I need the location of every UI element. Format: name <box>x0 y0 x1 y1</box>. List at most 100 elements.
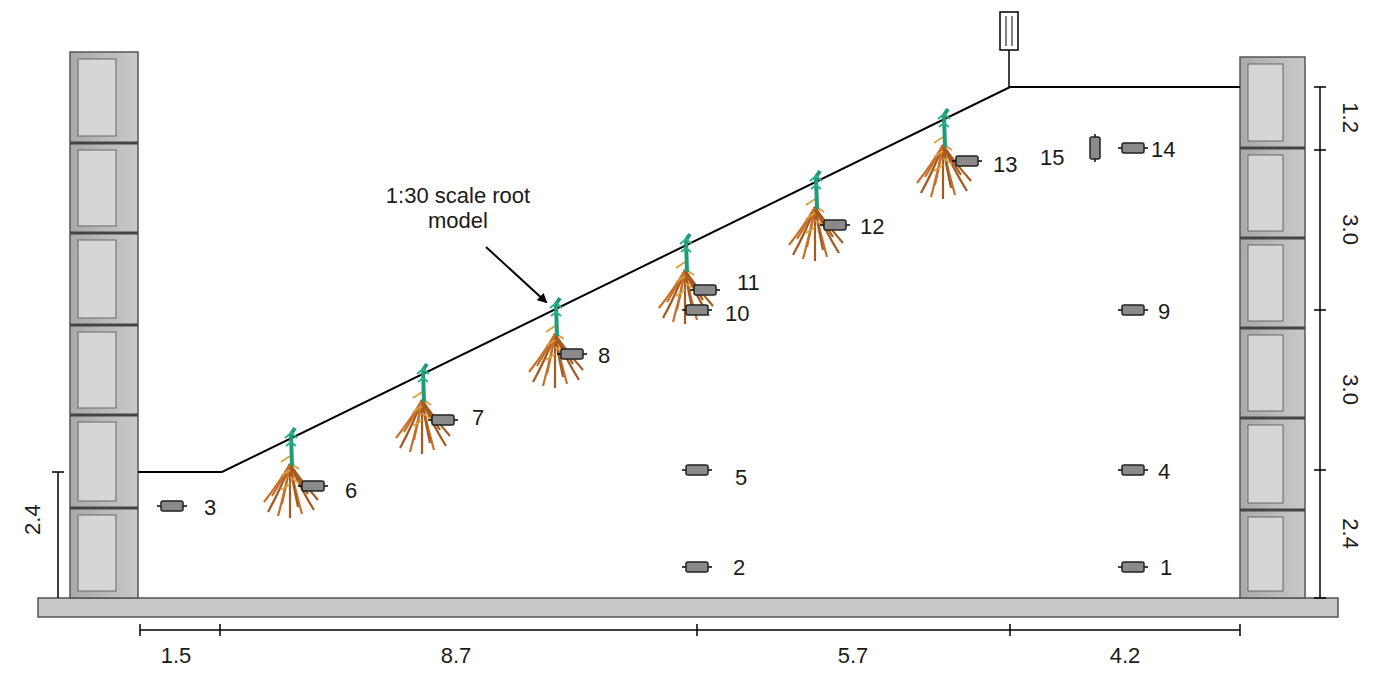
callout-number: 6 <box>345 478 357 503</box>
callout-number: 14 <box>1151 137 1175 162</box>
root-strand <box>676 262 685 268</box>
wall-panel <box>78 59 116 136</box>
leaf <box>285 433 297 446</box>
root-strand <box>281 470 290 476</box>
leaf <box>810 176 822 189</box>
wall-joint <box>70 414 138 417</box>
sensor <box>1122 562 1144 572</box>
leaf <box>417 369 429 382</box>
callout-number-wrap: 3 <box>204 495 216 520</box>
callout-number-wrap: 2 <box>733 555 745 580</box>
root-strand <box>290 477 299 483</box>
callout-number: 10 <box>725 301 749 326</box>
root-strand <box>410 400 422 452</box>
sensor <box>1122 143 1144 153</box>
dimension-label: 1.2 <box>1337 103 1362 134</box>
root-strand <box>264 464 290 502</box>
root-strand <box>413 420 422 426</box>
dimension-label: 4.2 <box>1110 643 1141 668</box>
sensor <box>161 501 183 511</box>
annotation-wrap: 1:30 scale root model <box>383 183 533 234</box>
callout-number-wrap: 14 <box>1151 137 1175 162</box>
sensor <box>1090 137 1100 159</box>
leaf <box>550 303 562 316</box>
callout-number: 15 <box>1040 145 1064 170</box>
sensor <box>432 415 454 425</box>
wall-joint <box>70 507 138 510</box>
root-model <box>264 428 318 518</box>
callout-number: 11 <box>737 270 760 295</box>
dimension-label-wrap: 1.5 <box>161 643 192 668</box>
sensor <box>302 481 324 491</box>
gauge-detail <box>1006 16 1007 46</box>
sensor <box>561 349 583 359</box>
wall-joint <box>1240 417 1305 420</box>
callout-number-wrap: 7 <box>472 405 484 430</box>
root-strand <box>685 283 694 289</box>
leader-arrow <box>486 247 546 302</box>
root-strand <box>529 334 555 372</box>
callout-number-wrap: 6 <box>345 478 357 503</box>
root-strand <box>278 464 290 516</box>
wall-panel <box>78 332 116 408</box>
dimension-label-wrap: 2.4 <box>19 505 44 536</box>
sensors <box>157 134 1148 572</box>
dimension-label-wrap: 3.0 <box>1337 215 1362 246</box>
wall-joint <box>70 142 138 145</box>
dimension-label-wrap: 8.7 <box>441 643 472 668</box>
root-strand <box>934 165 943 171</box>
dimension-label: 3.0 <box>1337 215 1362 246</box>
root-strand <box>533 334 555 382</box>
dimension-label-wrap: 4.2 <box>1110 643 1141 668</box>
root-strand <box>943 158 952 164</box>
root-models <box>264 109 971 518</box>
root-strand <box>422 413 431 419</box>
annotation: 1:30 scale root model <box>383 183 533 234</box>
wall-panel <box>78 515 116 591</box>
wall-panel <box>78 150 116 226</box>
dimension-label-wrap: 5.7 <box>838 643 869 668</box>
callout-number: 7 <box>472 405 484 430</box>
root-strand <box>931 145 943 197</box>
sensor <box>686 465 708 475</box>
root-model <box>659 234 713 324</box>
callout-number-wrap: 1 <box>1160 555 1172 580</box>
dimension-label-wrap: 3.0 <box>1337 375 1362 406</box>
root-strand <box>400 400 422 448</box>
leaf <box>938 114 950 127</box>
root-model <box>529 298 583 388</box>
root-strand <box>546 354 555 360</box>
wall-panel <box>1248 517 1283 591</box>
root-strand <box>546 326 555 332</box>
callout-number-wrap: 9 <box>1158 299 1170 324</box>
root-strand <box>806 227 815 233</box>
dimension-label: 2.4 <box>19 505 44 536</box>
instrument-stem <box>1008 50 1010 87</box>
callout-number: 8 <box>598 343 610 368</box>
root-strand <box>806 199 815 205</box>
root-strand <box>793 207 815 255</box>
callout-number-wrap: 13 <box>993 152 1017 177</box>
callout-number: 2 <box>733 555 745 580</box>
sensor <box>956 156 978 166</box>
dimension-label: 1.5 <box>161 643 192 668</box>
sensor <box>824 220 846 230</box>
dimension-label-wrap: 2.4 <box>1337 519 1362 550</box>
wall-joint <box>1240 509 1305 512</box>
callout-number: 1 <box>1160 555 1172 580</box>
callout-number-wrap: 5 <box>735 465 747 490</box>
sensor <box>686 305 708 315</box>
sensor <box>686 562 708 572</box>
root-strand <box>268 464 290 512</box>
wall-joint <box>1240 237 1305 240</box>
root-strand <box>396 400 422 438</box>
root-strand <box>934 137 943 143</box>
dimension-label: 3.0 <box>1337 375 1362 406</box>
root-strand <box>546 340 555 346</box>
dimension-label: 5.7 <box>838 643 869 668</box>
base-plate <box>38 598 1338 617</box>
callout-number: 12 <box>860 214 884 239</box>
wall-joint <box>1240 147 1305 150</box>
